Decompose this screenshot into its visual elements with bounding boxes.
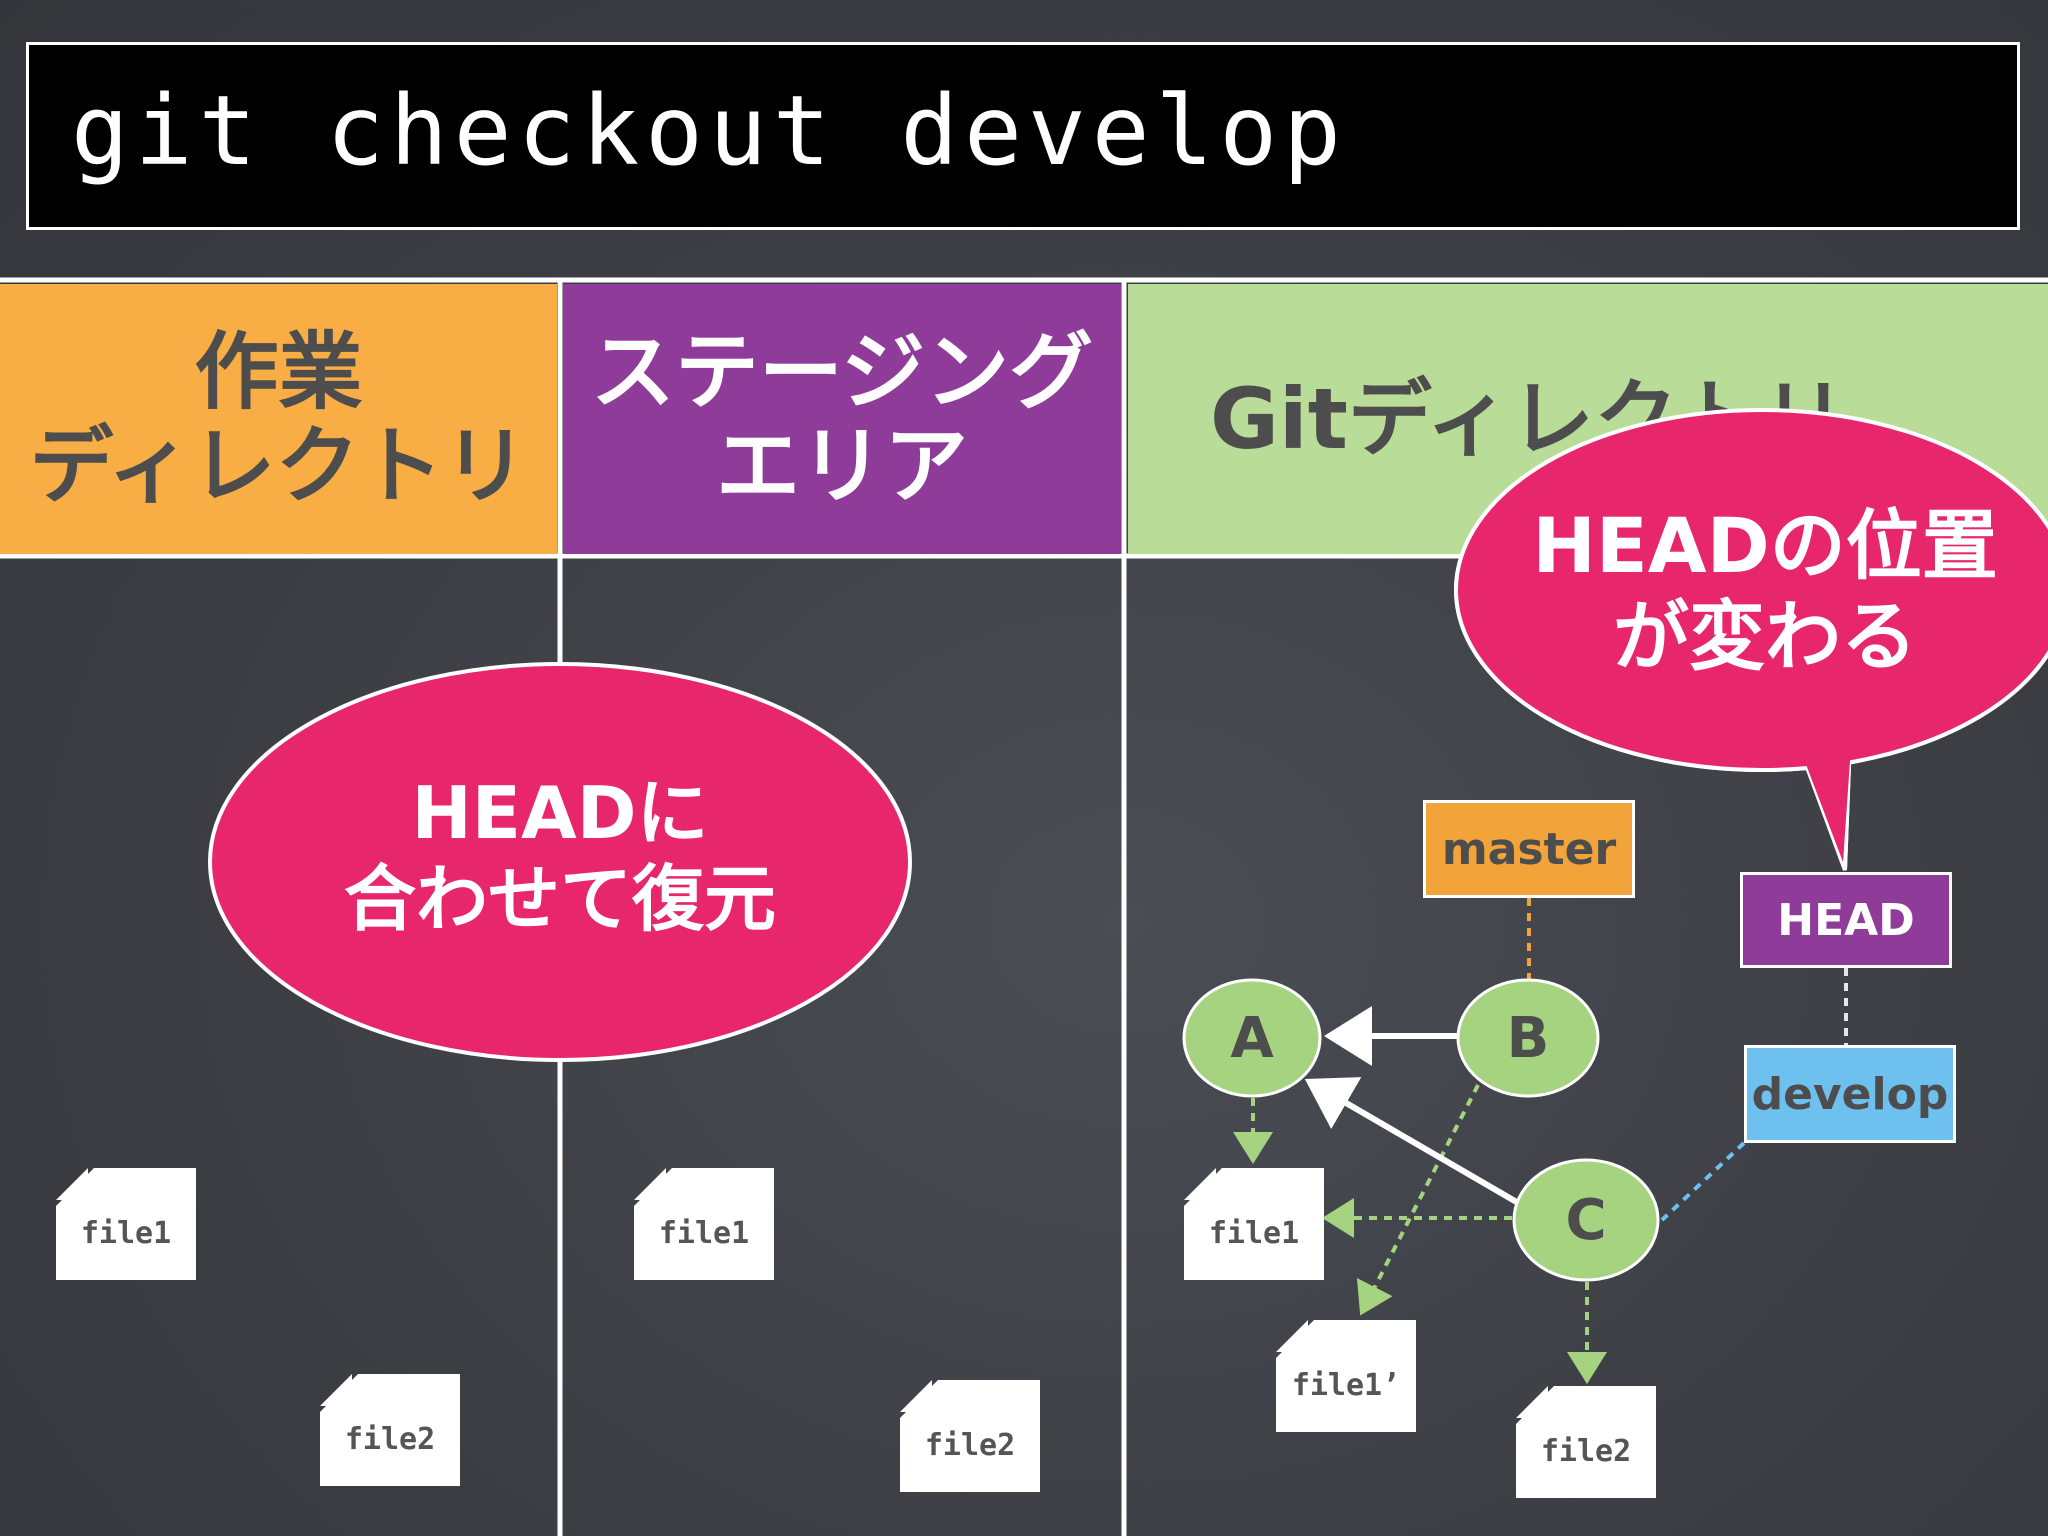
ref-head-label: HEAD [1777,894,1915,946]
file-name: file1 [1208,1216,1300,1251]
ref-develop[interactable]: develop [1744,1045,1956,1143]
file-name: file2 [344,1422,436,1457]
file-icon[interactable]: file1 [56,1168,196,1280]
file-icon[interactable]: file1 [1184,1168,1324,1280]
file-icon[interactable]: file2 [900,1380,1040,1492]
file-name: file2 [1540,1434,1632,1469]
header-staging-area: ステージング エリア [563,284,1121,554]
commit-b[interactable] [1456,978,1600,1098]
ref-develop-label: develop [1751,1068,1949,1120]
file-name: file2 [924,1428,1016,1463]
command-text: git checkout develop [71,75,1347,187]
callout-head-move-line1: HEADの位置 [1532,501,1998,590]
header-working-directory: 作業 ディレクトリ [0,284,557,554]
file-icon[interactable]: file2 [320,1374,460,1486]
arrow-c-a [1304,1077,1522,1207]
file-name: file1’ [1291,1368,1401,1403]
file-icon[interactable]: file1’ [1276,1320,1416,1432]
commit-a[interactable] [1182,978,1322,1098]
callout-head-move-text: HEADの位置 が変わる [1470,500,2048,682]
develop-c-link [1660,1141,1746,1222]
commit-a-label: A [1230,1005,1274,1071]
header-working-line1: 作業 [194,322,363,421]
callout-head-move-line2: が変わる [1613,592,1917,682]
commit-c-label: C [1565,1187,1607,1253]
header-staging-line2: エリア [715,417,968,515]
command-box: git checkout develop [26,42,2020,230]
file-icon[interactable]: file2 [1516,1386,1656,1498]
callout-restore-text: HEADに 合わせて復元 [230,770,890,943]
ref-master[interactable]: master [1423,800,1635,898]
header-staging-line1: ステージング [590,322,1094,421]
callout-restore-line1: HEADに [411,771,709,855]
file-icon[interactable]: file1 [634,1168,774,1280]
header-working-line2: ディレクトリ [29,417,528,515]
file-name: file1 [658,1216,750,1251]
callout-restore-bubble [208,662,912,1062]
ref-master-label: master [1441,823,1617,875]
file-name: file1 [80,1216,172,1251]
callout-restore-line2: 合わせて復元 [343,857,776,942]
commit-b-label: B [1506,1005,1550,1071]
commit-c[interactable] [1512,1158,1660,1282]
arrow-b-file1prime [1356,1084,1480,1316]
ref-head[interactable]: HEAD [1740,872,1952,968]
